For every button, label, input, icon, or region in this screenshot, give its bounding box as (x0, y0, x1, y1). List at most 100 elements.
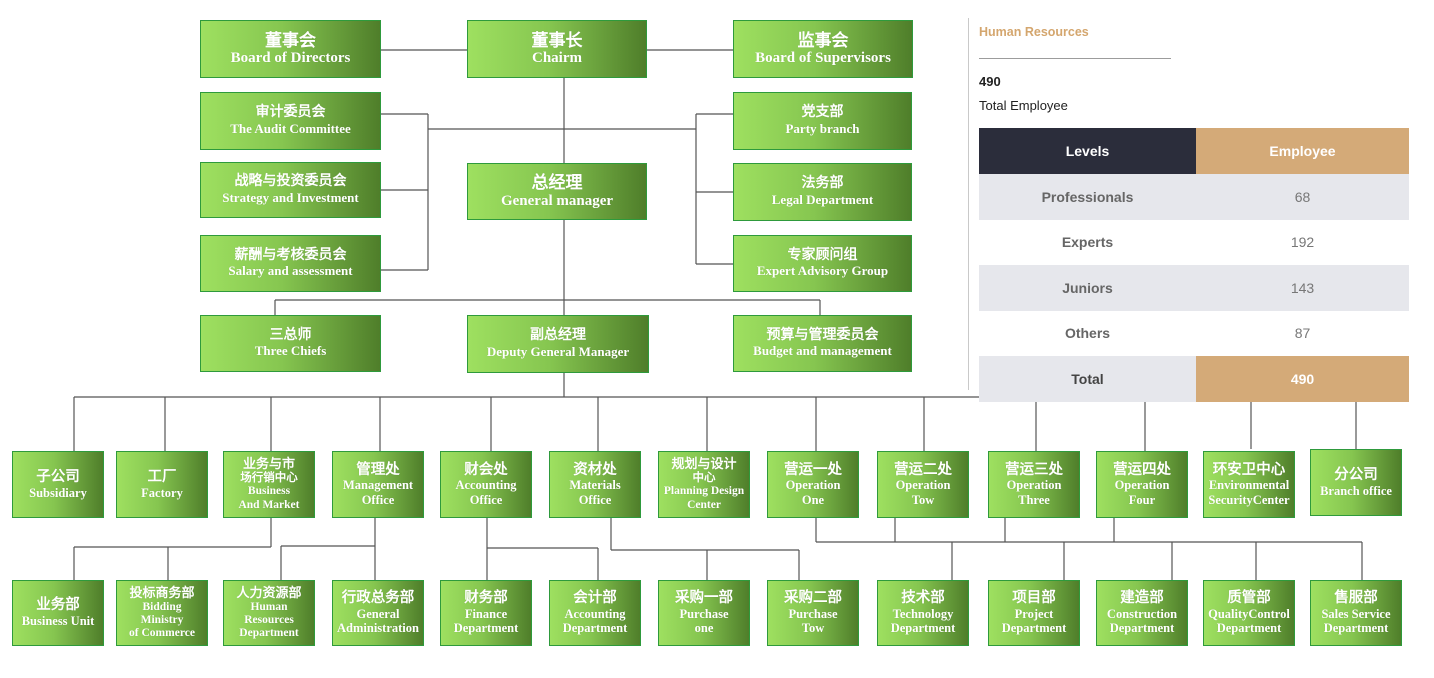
operation-four-line: Four (1128, 492, 1156, 507)
strategy-en: Strategy and Investment (222, 189, 359, 205)
total-level-cell: Total (979, 356, 1196, 402)
business-market-center-line: Business (247, 485, 291, 498)
supervisors-en: Board of Supervisors (755, 50, 891, 67)
audit-en: The Audit Committee (230, 120, 351, 136)
count-cell: 87 (1294, 325, 1311, 342)
hr-divider (979, 58, 1171, 59)
quality-control-department-line: QualityControl (1208, 606, 1290, 621)
human-resources-line: Resources (244, 613, 294, 626)
board-of-supervisors-box: 监事会 Board of Supervisors (733, 20, 913, 78)
accounting-office-line: Office (469, 492, 503, 507)
party-branch-box: 党支部 Party branch (733, 92, 912, 150)
project-department-line: Department (1001, 621, 1067, 636)
table-header-row: Levels Employee (979, 128, 1409, 174)
purchase-one-line: Purchase (679, 606, 729, 621)
materials-office-line: Office (578, 492, 612, 507)
general-administration-line: General (356, 606, 400, 621)
level-cell: Experts (1061, 234, 1114, 251)
budget-cn: 预算与管理委员会 (766, 327, 879, 343)
count-cell: 192 (1290, 234, 1315, 251)
count-cell: 68 (1196, 174, 1409, 220)
factory-line: 工厂 (147, 468, 177, 485)
accounting-department-line: 会计部 (573, 590, 617, 607)
sales-service-department-line: 售服部 (1334, 590, 1378, 607)
operation-tow-line: 营运二处 (894, 461, 952, 478)
project-department-line: 项目部 (1012, 590, 1056, 607)
business-market-center-line: 场行销中心 (240, 472, 298, 485)
board-of-directors-box: 董事会 Board of Directors (200, 20, 381, 78)
construction-department-line: 建造部 (1120, 590, 1164, 607)
operation-three-line: 营运三处 (1005, 461, 1063, 478)
deputy-cn: 副总经理 (530, 328, 586, 344)
planning-design-center-line: 规划与设计 (671, 456, 737, 472)
technology-department-line: Technology (892, 606, 954, 621)
strategy-committee-box: 战略与投资委员会 Strategy and Investment (200, 162, 381, 218)
salary-en: Salary and assessment (228, 263, 353, 279)
hr-total-value: 490 (979, 74, 1001, 89)
accounting-department-line: Department (562, 621, 628, 636)
budget-en: Budget and management (753, 343, 892, 359)
hr-title: Human Resources (979, 25, 1089, 39)
table-row: Experts 192 (979, 220, 1409, 266)
management-office-line: Management (342, 478, 414, 493)
quality-control-department-line: Department (1216, 621, 1282, 636)
sales-service-department-line: Department (1323, 621, 1389, 636)
finance-department-line: Finance (464, 606, 508, 621)
legal-en: Legal Department (771, 191, 874, 207)
legal-cn: 法务部 (801, 176, 844, 192)
bidding-ministry-line: 投标商务部 (129, 584, 195, 600)
hr-panel: Human Resources 490 Total Employee Level… (968, 18, 1419, 402)
purchase-tow-line: Purchase (788, 606, 838, 621)
chiefs-cn: 三总师 (269, 327, 312, 343)
hr-levels-table: Levels Employee Professionals 68 Experts… (979, 128, 1409, 402)
chair-cn: 董事长 (531, 30, 583, 50)
level-cell: Professionals (979, 174, 1196, 220)
table-row: Professionals 68 (979, 174, 1409, 220)
accounting-office-line: Accounting (455, 478, 517, 493)
technology-department-line: Department (890, 621, 956, 636)
factory-line: Factory (141, 485, 183, 500)
hr-total-label: Total Employee (979, 98, 1068, 113)
audit-committee-box: 审计委员会 The Audit Committee (200, 92, 381, 150)
org-chart: 董事会 Board of Directors 董事长 Chairm 监事会 Bo… (200, 20, 913, 373)
chair-en: Chairm (532, 50, 582, 67)
human-resources-line: Human (250, 600, 288, 613)
environmental-security-center-line: Environmental (1208, 478, 1290, 493)
human-resources-line: Department (239, 627, 299, 640)
business-unit-line: Business Unit (21, 614, 95, 629)
operation-tow-line: Operation (895, 478, 951, 493)
general-manager-box: 总经理 General manager (467, 163, 647, 220)
subsidiary-line: 子公司 (36, 468, 80, 485)
general-administration-line: Administration (337, 621, 419, 636)
environmental-security-center-line: 环安卫中心 (1212, 461, 1286, 478)
operation-three-line: Three (1018, 492, 1050, 507)
operation-four-line: Operation (1114, 478, 1170, 493)
col-levels: Levels (979, 128, 1196, 174)
planning-design-center-line: Planning Design (663, 485, 745, 498)
level-cell: Others (1064, 325, 1111, 342)
finance-department-line: Department (453, 621, 519, 636)
three-chiefs-box: 三总师 Three Chiefs (200, 315, 381, 372)
expert-cn: 专家顾问组 (787, 247, 858, 263)
purchase-one-line: one (694, 621, 714, 636)
audit-cn: 审计委员会 (255, 105, 326, 121)
board-cn: 董事会 (265, 30, 316, 50)
chair-box: 董事长 Chairm (467, 20, 647, 78)
